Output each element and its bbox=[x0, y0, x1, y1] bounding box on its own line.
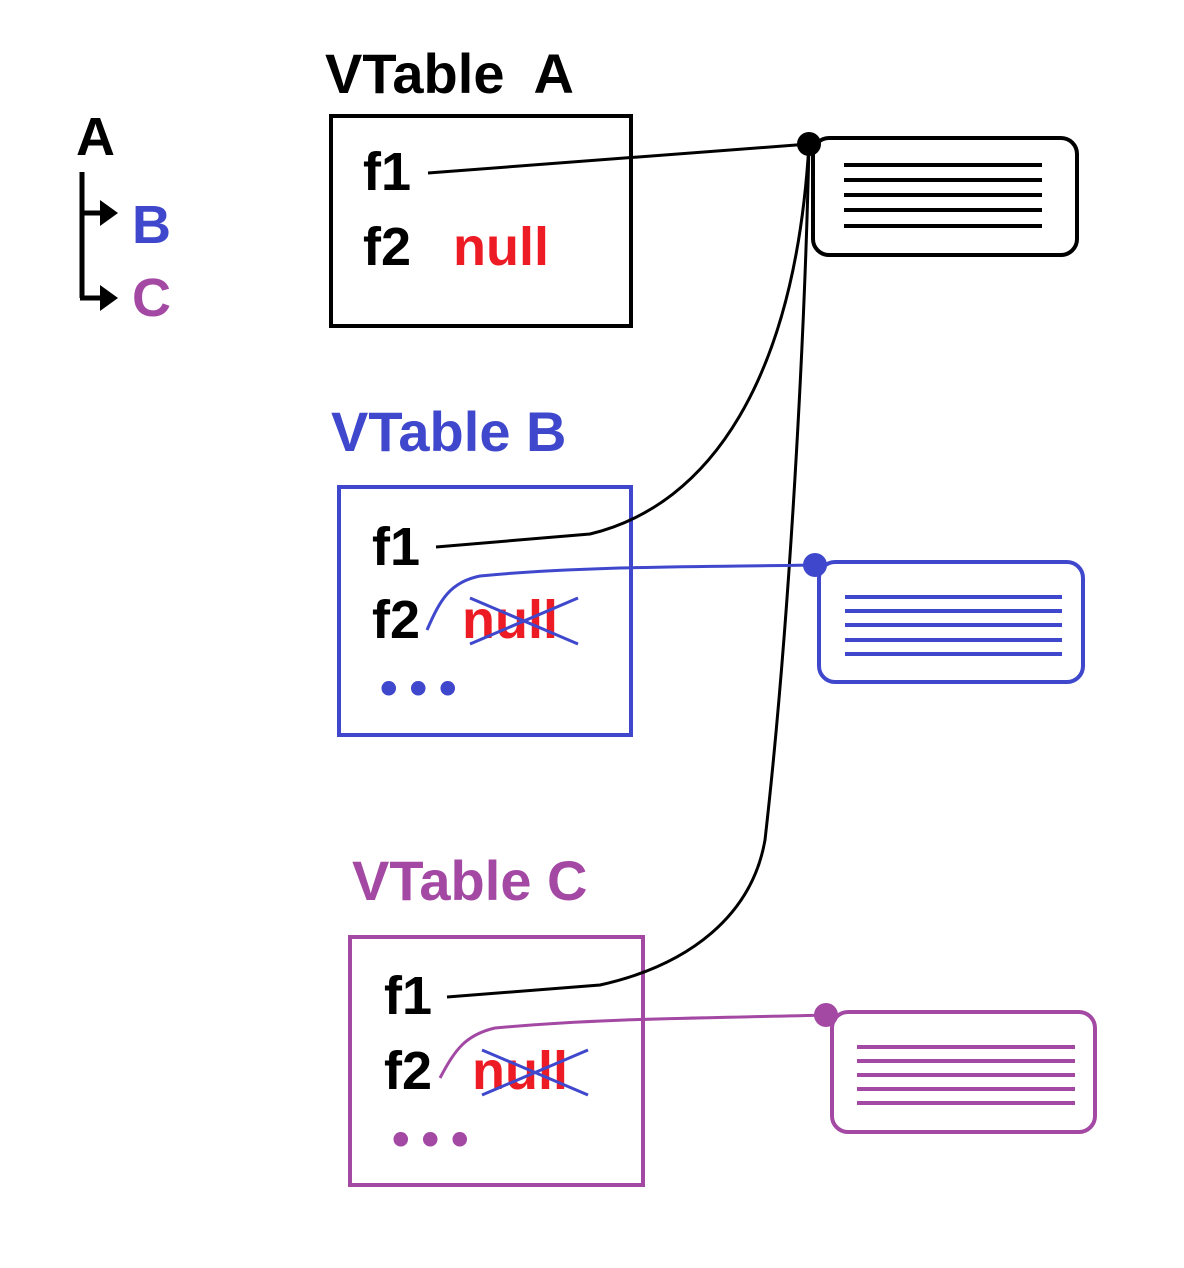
vtable-a-f2-label: f2 bbox=[363, 217, 411, 277]
vtable-b-f1-label: f1 bbox=[372, 517, 420, 577]
pointer-b-f2-to-function bbox=[425, 563, 816, 631]
vtable-b-title: VTable B bbox=[331, 400, 566, 463]
vtable-c-f2-label: f2 bbox=[384, 1041, 432, 1101]
pointer-c-f2-to-function bbox=[438, 1013, 827, 1079]
vtable-c-null-cross-icon bbox=[481, 1048, 589, 1097]
vtable-c-ellipsis: ••• bbox=[386, 1112, 474, 1170]
class-b-label: B bbox=[132, 195, 171, 255]
class-c-label: C bbox=[132, 268, 171, 328]
vtable-c-f1-label: f1 bbox=[384, 966, 432, 1026]
arrow-to-c-icon bbox=[100, 285, 118, 311]
pointer-c-f1-to-function bbox=[446, 143, 811, 999]
vtable-b-null-cross-icon bbox=[469, 596, 579, 646]
vtable-b-ellipsis: ••• bbox=[374, 661, 462, 719]
class-hierarchy: A B C bbox=[76, 107, 171, 328]
arrow-to-b-icon bbox=[100, 200, 118, 226]
pointer-c-junction-dot bbox=[814, 1003, 838, 1027]
vtable-a: VTable A f1 f2 null bbox=[325, 42, 633, 328]
vtable-a-box bbox=[329, 114, 633, 328]
vtable-c-box bbox=[348, 935, 645, 1187]
pointer-b-f1-to-function bbox=[435, 143, 811, 549]
vtable-c: VTable C f1 f2 null ••• bbox=[348, 849, 645, 1187]
pointer-a-f1-to-function bbox=[427, 142, 810, 175]
vtable-c-title: VTable C bbox=[352, 849, 587, 912]
vtable-a-f1-label: f1 bbox=[363, 142, 411, 202]
function-a-code-box bbox=[811, 136, 1079, 257]
pointer-b-junction-dot bbox=[803, 553, 827, 577]
vtable-b-box bbox=[337, 485, 633, 737]
class-a-label: A bbox=[76, 107, 115, 167]
function-c-code-box bbox=[830, 1010, 1097, 1134]
vtable-b-f2-label: f2 bbox=[372, 590, 420, 650]
vtable-b: VTable B f1 f2 null ••• bbox=[331, 400, 633, 737]
pointer-a-junction-dot bbox=[797, 132, 821, 156]
vtable-a-title: VTable A bbox=[325, 42, 574, 105]
vtable-a-f2-null: null bbox=[453, 217, 549, 277]
function-b-code-box bbox=[817, 560, 1085, 684]
